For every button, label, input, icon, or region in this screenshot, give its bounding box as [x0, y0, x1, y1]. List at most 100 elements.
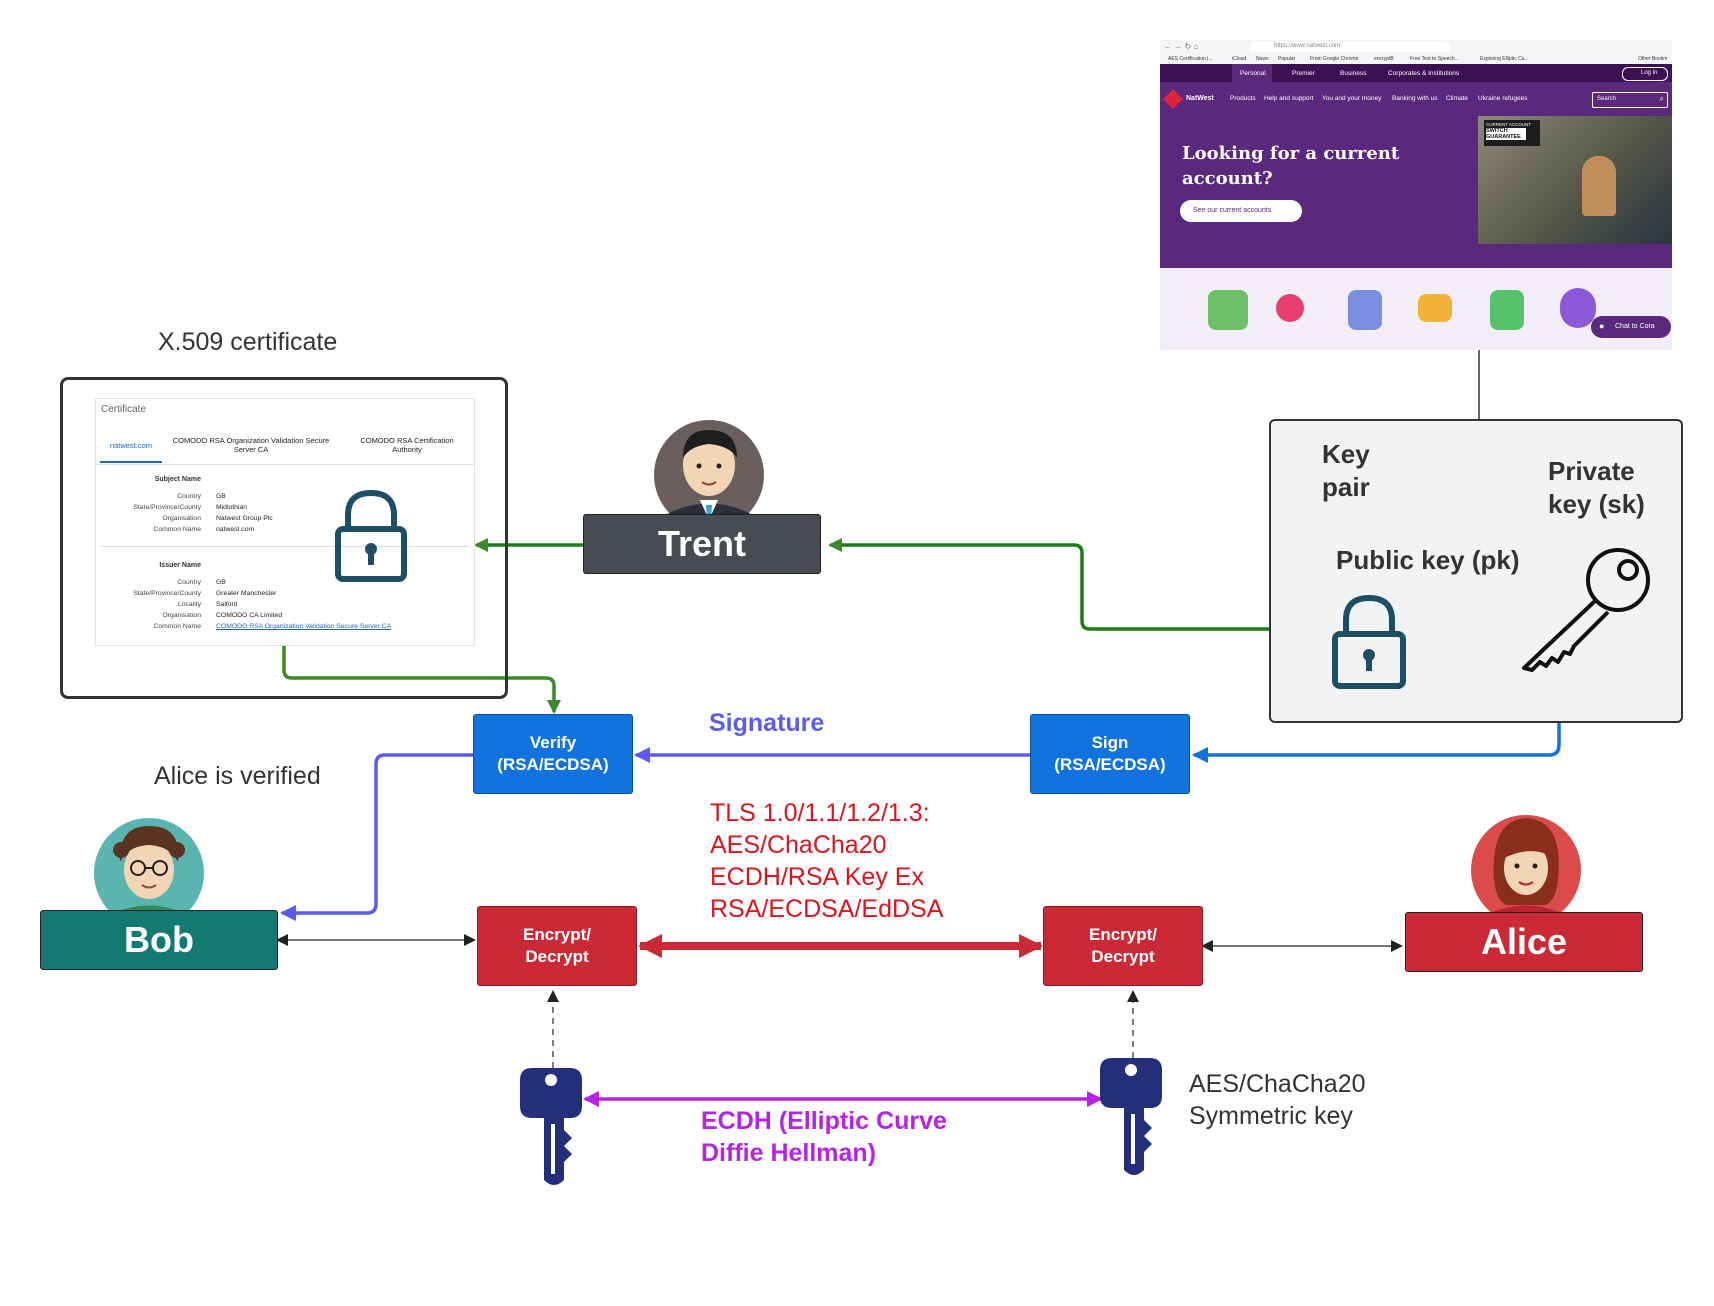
segment-tab[interactable]: Personal — [1240, 70, 1266, 77]
bookmark-item[interactable]: Popular — [1278, 56, 1296, 62]
key-pair-line: Key — [1322, 439, 1370, 469]
menu-item[interactable]: Banking with us — [1392, 95, 1438, 102]
menu-item[interactable]: Ukraine refugees — [1478, 95, 1528, 102]
verify-algo: (RSA/ECDSA) — [497, 755, 609, 774]
cert-tab-intermediate[interactable]: COMODO RSA Organization Validation Secur… — [172, 436, 330, 454]
tls-line: ECDH/RSA Key Ex — [710, 863, 924, 891]
verify-label: Verify — [529, 733, 577, 752]
cert-tab-root[interactable]: COMODO RSA Certification Authority — [360, 436, 454, 454]
symkey-line: Symmetric key — [1189, 1102, 1353, 1130]
cert-tab-underline — [100, 461, 162, 463]
sign-box: Sign (RSA/ECDSA) — [1030, 714, 1190, 794]
decrypt-label: Decrypt — [1091, 947, 1155, 966]
sign-algo: (RSA/ECDSA) — [1054, 755, 1166, 774]
public-key-lock-icon — [1332, 594, 1406, 689]
cert-divider — [101, 546, 469, 547]
hero-photo: CURRENT ACCOUNT SWITCH GUARANTEE — [1478, 116, 1672, 244]
left-symmetric-key-icon — [520, 1068, 582, 1185]
search-input[interactable]: Search ⌕ — [1592, 92, 1668, 108]
tls-line: RSA/ECDSA/EdDSA — [710, 895, 944, 923]
issuer-key: Locality — [177, 601, 201, 608]
menu-item[interactable]: You and your money — [1322, 95, 1382, 102]
menu-item[interactable]: Climate — [1446, 95, 1469, 102]
switch-guarantee-badge: CURRENT ACCOUNT SWITCH GUARANTEE — [1484, 120, 1540, 146]
segment-tab[interactable]: Business — [1340, 70, 1367, 77]
encrypt-decrypt-box-bob: Encrypt/ Decrypt — [477, 906, 637, 986]
issuer-value: Salford — [216, 601, 238, 608]
chat-to-cora-button[interactable]: ● Chat to Cora — [1591, 316, 1671, 338]
login-label: Log in — [1641, 70, 1658, 76]
bookmark-item[interactable]: Exploring Elliptic Cu... — [1480, 56, 1529, 62]
encrypt-decrypt-box-alice: Encrypt/ Decrypt — [1043, 906, 1203, 986]
certificate-viewer: Certificate natwest.com COMODO RSA Organ… — [95, 398, 475, 646]
symkey-line: AES/ChaCha20 — [1189, 1070, 1366, 1098]
trent-node: Trent — [583, 514, 821, 574]
business-icon[interactable] — [1490, 290, 1524, 330]
hero-banner: Looking for a current account? See our c… — [1160, 116, 1672, 268]
issuer-value: Greater Manchester — [216, 590, 277, 597]
subject-key: Organisation — [162, 515, 201, 522]
bookmark-item[interactable]: From Google Chrome — [1310, 56, 1359, 62]
segment-active-bg — [1232, 64, 1272, 82]
login-button[interactable]: Log in — [1622, 67, 1668, 81]
issuer-key: Organisation — [162, 612, 201, 619]
help-icon[interactable] — [1560, 288, 1596, 328]
address-url: https://www.natwest.com — [1274, 43, 1341, 49]
bookmark-item[interactable]: Free Text to Speech... — [1410, 56, 1459, 62]
mortgage-icon[interactable] — [1208, 290, 1248, 330]
subject-value: Natwest Group Plc — [216, 515, 273, 522]
ecdh-line: Diffie Hellman) — [701, 1139, 877, 1167]
segment-tab[interactable]: Corporates & Institutions — [1388, 70, 1460, 77]
private-key-label: Private key (sk) — [1548, 455, 1645, 521]
issuer-value-link[interactable]: COMODO RSA Organization Validation Secur… — [216, 623, 392, 630]
private-key-line: key (sk) — [1548, 489, 1645, 519]
bookmark-item[interactable]: AES Certification |... — [1168, 56, 1213, 62]
certificate-frame — [60, 377, 508, 699]
hero-cta-label: See our current accounts — [1193, 207, 1272, 214]
natwest-logo-icon — [1163, 89, 1183, 109]
menu-item[interactable]: Help and support — [1264, 95, 1314, 102]
verify-box: Verify (RSA/ECDSA) — [473, 714, 633, 794]
bookmark-item[interactable]: Other Bookm — [1638, 56, 1668, 62]
decrypt-label: Decrypt — [525, 947, 589, 966]
x509-title: X.509 certificate — [158, 328, 338, 356]
subject-key: State/Province/County — [133, 504, 201, 511]
subject-value: GB — [216, 493, 226, 500]
hero-cta-button[interactable]: See our current accounts — [1180, 200, 1302, 222]
bookmark-item[interactable]: encryptB — [1374, 56, 1394, 62]
key-pair-line: pair — [1322, 472, 1370, 502]
issuer-key: State/Province/County — [133, 590, 201, 597]
key-pair-title: Key pair — [1322, 438, 1370, 504]
nav-arrows-icon[interactable]: ← → ↻ ⌂ — [1164, 42, 1199, 51]
sign-label: Sign — [1091, 733, 1129, 752]
subject-value: natwest.com — [216, 526, 255, 533]
subject-heading: Subject Name — [154, 476, 201, 483]
search-placeholder: Search — [1597, 96, 1617, 102]
bookmark-item[interactable]: iCloud — [1232, 56, 1247, 62]
search-icon: ⌕ — [1659, 94, 1664, 103]
issuer-value: GB — [216, 579, 226, 586]
bookmark-item[interactable]: News — [1256, 56, 1269, 62]
browser-toolbar: ← → ↻ ⌂ https://www.natwest.com — [1160, 40, 1672, 55]
savings-piggy-icon[interactable] — [1276, 294, 1304, 322]
subject-key: Country — [177, 493, 201, 500]
menu-item[interactable]: Products — [1230, 95, 1256, 102]
tls-protocols-text: TLS 1.0/1.1/1.2/1.3: AES/ChaCha20 ECDH/R… — [710, 797, 943, 925]
tls-line: TLS 1.0/1.1/1.2/1.3: — [710, 799, 930, 827]
segment-tab[interactable]: Premier — [1292, 70, 1315, 77]
signature-label: Signature — [709, 709, 825, 737]
cert-tab-leaf[interactable]: natwest.com — [109, 441, 153, 450]
address-bar[interactable]: https://www.natwest.com — [1250, 42, 1450, 52]
credit-card-icon[interactable] — [1418, 294, 1452, 322]
chat-icon: ● — [1599, 321, 1605, 331]
trent-avatar — [654, 420, 764, 530]
hero-person — [1582, 156, 1616, 216]
mobile-banking-icon[interactable] — [1348, 290, 1382, 330]
bookmarks-bar: AES Certification |... iCloud News Popul… — [1160, 54, 1672, 64]
main-nav: NatWest Products Help and support You an… — [1160, 82, 1672, 116]
hero-title-line: account? — [1182, 168, 1273, 189]
natwest-browser-screenshot: ← → ↻ ⌂ https://www.natwest.com AES Cert… — [1160, 40, 1672, 350]
cert-to-verify-arrow — [282, 646, 561, 714]
brand-name: NatWest — [1186, 95, 1214, 102]
